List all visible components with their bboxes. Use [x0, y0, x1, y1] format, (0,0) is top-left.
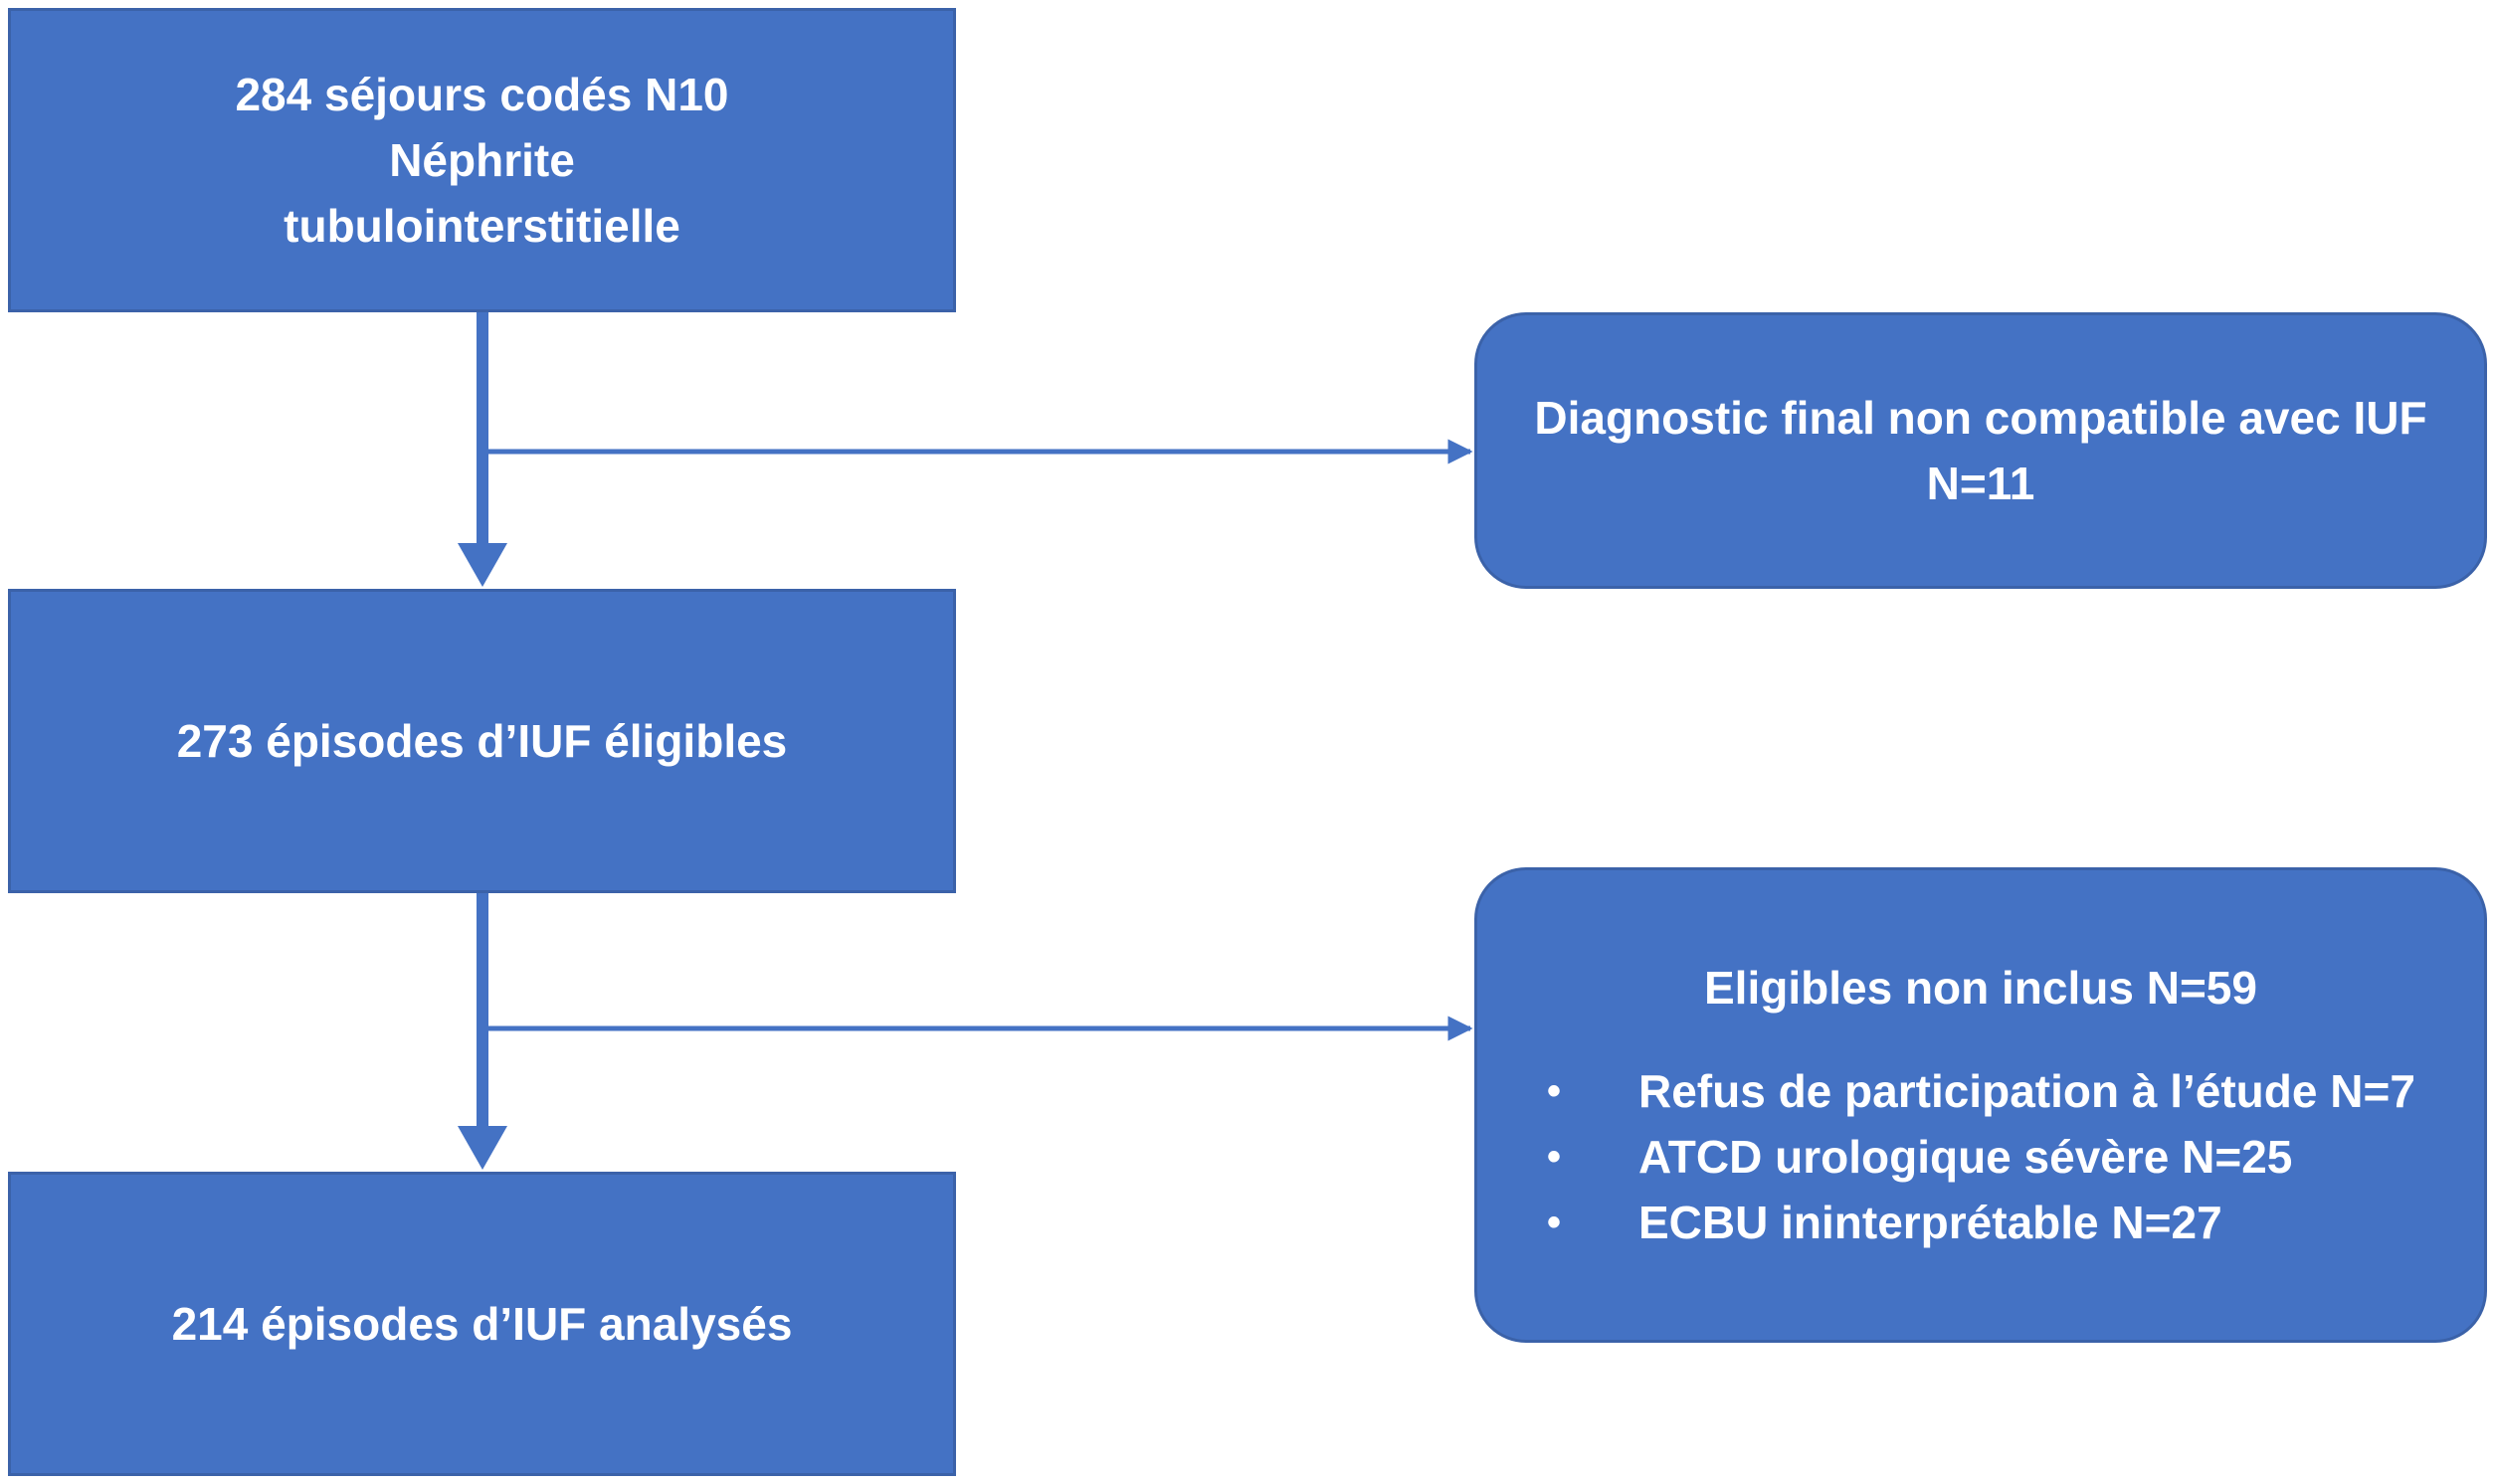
arrowhead-initial-to-eligible [458, 543, 507, 587]
box-initial-stays: 284 séjours codés N10 Néphrite tubuloint… [8, 8, 956, 312]
box-initial-line-2: Néphrite [389, 134, 575, 186]
exclusion-2-item-3: ECBU ininterprétable N=27 [1638, 1197, 2222, 1248]
box-analysed-episodes: 214 épisodes d’IUF analysés [8, 1172, 956, 1476]
exclusion-2-list: • Refus de participation à l’étude N=7 •… [1477, 1058, 2415, 1255]
exclusion-2-item-1: Refus de participation à l’étude N=7 [1638, 1065, 2415, 1117]
list-item: • ATCD urologique sévère N=25 [1547, 1124, 2415, 1190]
box-eligible-episodes: 273 épisodes d’IUF éligibles [8, 589, 956, 893]
box-eligible-text: 273 épisodes d’IUF éligibles [176, 715, 788, 767]
bullet-icon: • [1547, 1135, 1562, 1179]
exclusion-2-title: Eligibles non inclus N=59 [1704, 962, 2257, 1014]
box-initial-line-3: tubulointerstitielle [284, 200, 680, 252]
box-analysed-text: 214 épisodes d’IUF analysés [171, 1298, 793, 1350]
box-exclusion-not-included: Eligibles non inclus N=59 • Refus de par… [1474, 867, 2487, 1343]
bullet-icon: • [1547, 1201, 1562, 1244]
box-exclusion-diagnosis: Diagnostic final non compatible avec IUF… [1474, 312, 2487, 589]
bullet-icon: • [1547, 1069, 1562, 1113]
list-item: • Refus de participation à l’étude N=7 [1547, 1058, 2415, 1124]
exclusion-1-line-1: Diagnostic final non compatible avec IUF [1534, 392, 2427, 444]
box-initial-line-1: 284 séjours codés N10 [235, 69, 729, 120]
exclusion-2-item-2: ATCD urologique sévère N=25 [1638, 1131, 2293, 1183]
list-item: • ECBU ininterprétable N=27 [1547, 1190, 2415, 1255]
arrowhead-eligible-to-analysed [458, 1126, 507, 1170]
exclusion-1-line-2: N=11 [1926, 458, 2035, 509]
